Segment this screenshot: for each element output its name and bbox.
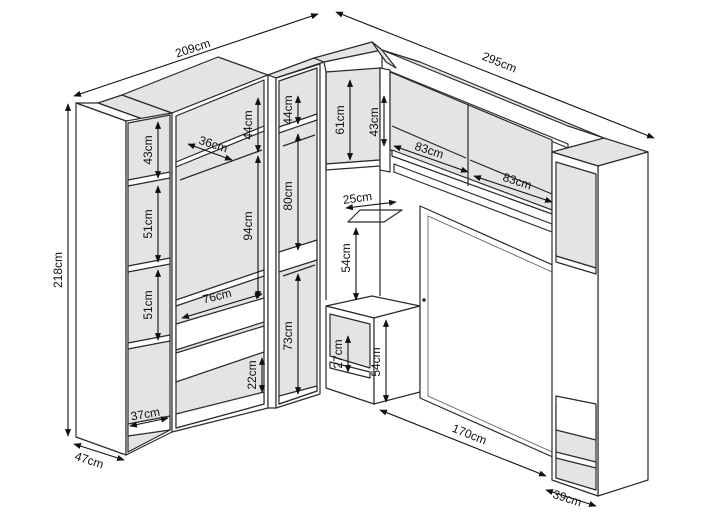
dim-hanging-top-depth xyxy=(187,143,233,161)
label-corner-top: 61cm xyxy=(333,105,347,134)
label-drawer-width: 76cm xyxy=(201,286,233,307)
narrow-tall-unit xyxy=(267,57,325,409)
narrow-unit-base xyxy=(278,385,318,405)
dim-depth-left xyxy=(73,443,125,461)
label-shelf-top-left: 43cm xyxy=(141,135,155,164)
right-unit-side xyxy=(597,151,649,497)
dim-bridge-width-2 xyxy=(473,175,553,203)
hanging-drawer-unit xyxy=(121,56,269,433)
dim-drawer-width xyxy=(181,293,263,319)
label-height-total: 218cm xyxy=(51,252,65,288)
dim-corner-shelf-depth xyxy=(345,199,397,211)
narrow-mid-divider xyxy=(278,239,318,273)
corner-small-shelf xyxy=(347,209,403,223)
dim-width-left xyxy=(73,13,319,97)
label-hanging-height: 94cm xyxy=(241,211,255,240)
label-narrow-hanging: 80cm xyxy=(281,181,295,210)
label-hanging-top-height: 44cm xyxy=(241,110,255,139)
dimension-lines xyxy=(64,11,655,507)
headboard-pin-1 xyxy=(422,298,426,302)
label-bridge-height: 43cm xyxy=(367,107,381,136)
label-depth-right: 39cm xyxy=(551,487,583,509)
label-shelf-low-left: 51cm xyxy=(141,290,155,319)
hanging-unit-base xyxy=(175,391,265,429)
label-shelf-mid-left: 51cm xyxy=(141,209,155,238)
hanging-rod xyxy=(179,149,263,181)
label-width-left: 209cm xyxy=(173,36,212,60)
label-base-left: 37cm xyxy=(130,405,161,424)
right-lower-shelf xyxy=(555,451,597,469)
label-corner-shelf-height: 54cm xyxy=(339,243,353,272)
dim-bed-span xyxy=(379,409,547,477)
label-drawer-height: 22cm xyxy=(245,360,259,389)
bridge-left-panel xyxy=(379,67,391,173)
dim-base-left xyxy=(129,416,169,428)
label-nightstand-inner: 27cm xyxy=(331,339,345,368)
narrow-rod-2 xyxy=(282,264,316,277)
narrow-unit-side xyxy=(267,74,277,409)
left-unit-side-panel xyxy=(75,102,127,456)
dim-depth-right xyxy=(545,489,597,507)
dim-bridge-width-1 xyxy=(393,145,469,173)
label-nightstand-height: 54cm xyxy=(369,347,383,376)
label-narrow-top: 44cm xyxy=(281,95,295,124)
label-corner-shelf-depth: 25cm xyxy=(342,189,373,207)
right-upper-cabinet xyxy=(555,161,597,269)
drawer-lower xyxy=(175,325,265,383)
right-drawer xyxy=(555,395,597,441)
right-upper-shelf xyxy=(555,255,597,275)
label-narrow-long: 73cm xyxy=(281,321,295,350)
right-tall-unit xyxy=(551,137,649,497)
dim-width-right xyxy=(335,11,655,139)
